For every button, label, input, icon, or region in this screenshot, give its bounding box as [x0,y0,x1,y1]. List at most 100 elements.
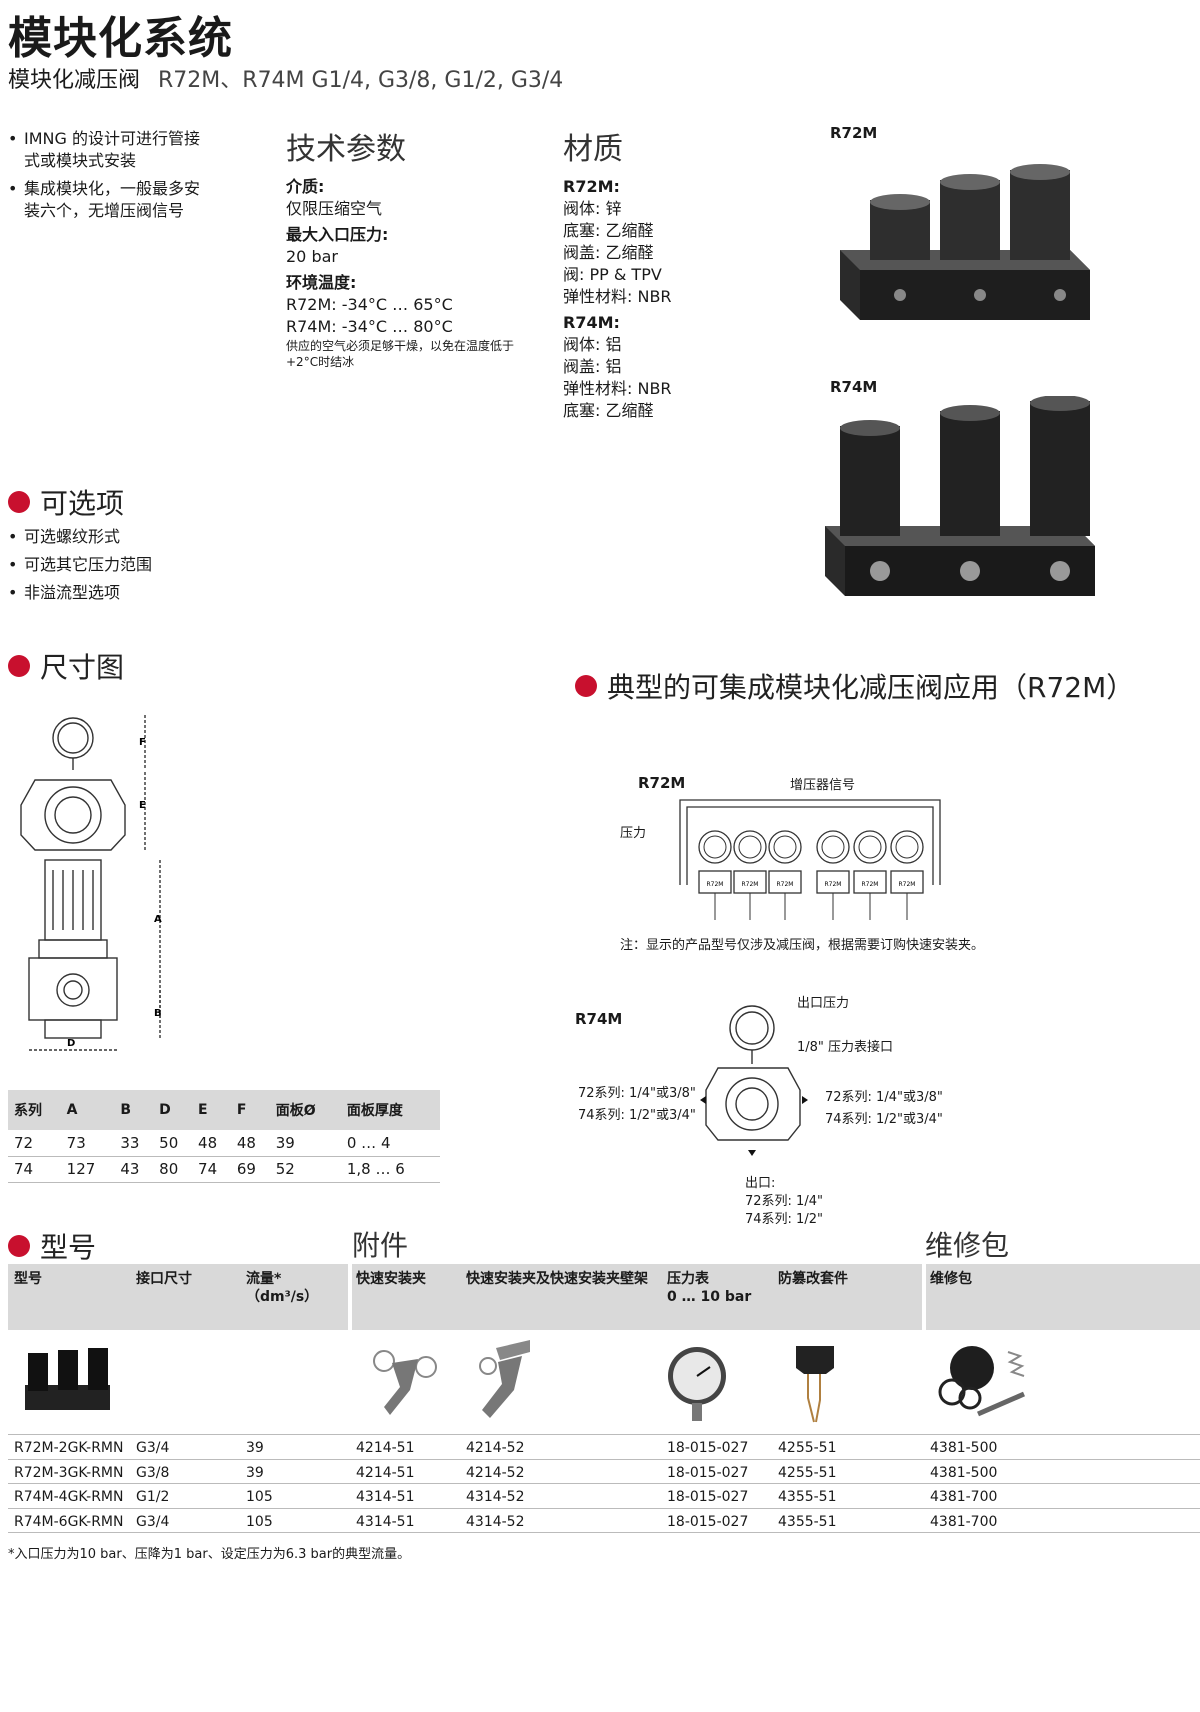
gauge-tag: R72M [862,881,879,888]
gauge-tag: R72M [825,881,842,888]
r72-body [840,164,1090,320]
quick-clip-icon [373,1350,437,1415]
application-heading: 典型的可集成模块化减压阀应用（R72M） [575,666,1134,706]
gauge-face [773,835,797,859]
material-r72-label: R72M: [563,177,620,196]
table-cell: 4381-500 [930,1440,998,1456]
table-cell: 4214-51 [356,1440,415,1456]
gauge-tag: R72M [777,881,794,888]
table-cell: 4355-51 [778,1513,837,1530]
gauge-tag: R72M [742,881,759,888]
options-heading-text: 可选项 [40,487,125,520]
model-heading: 型号 [8,1226,96,1266]
col-tamper: 防篡改套件 [778,1271,848,1287]
table-row: 72 73 33 50 48 48 39 0 … 4 [8,1130,440,1157]
gauge-tag: R72M [707,881,724,888]
app-r74-label: R74M [575,1010,623,1028]
dim-cell: 33 [114,1130,154,1157]
table-cell: 105 [246,1489,273,1505]
dim-cell: 72 [8,1130,61,1157]
dimensions-heading: 尺寸图 [8,646,124,686]
option-item: 非溢流型选项 [8,582,152,604]
pressure-label: 压力 [620,826,647,841]
material-heading: 材质 [563,132,623,167]
table-cell: 4314-52 [466,1489,525,1505]
table-cell: R74M-4GK-RMN [14,1489,124,1505]
dim-cell: 127 [60,1156,115,1183]
r74-photo-label: R74M [830,378,878,396]
table-row: 74 127 43 80 74 69 52 1,8 … 6 [8,1156,440,1183]
table-cell: 18-015-027 [667,1489,749,1505]
table-cell: 18-015-027 [667,1440,749,1456]
temp-r74: R74M: -34°C … 80°C [286,317,453,336]
dim-col-header: 面板厚度 [340,1090,440,1130]
temp-label: 环境温度: [286,273,357,292]
gauge-port-label: 1/8" 压力表接口 [797,1040,894,1055]
dim-letter-e: E [139,800,146,811]
table-cell: 4355-51 [778,1489,837,1505]
table-cell: 4314-51 [356,1513,415,1530]
col-model: 型号 [14,1271,42,1287]
row-divider [8,1434,1200,1435]
material-item: 底塞: 乙缩醛 [563,401,654,420]
col-kit: 维修包 [930,1271,972,1287]
section-dot-icon [8,1235,30,1257]
outlet-72: 72系列: 1/4" [745,1194,823,1209]
r74-product-image [825,396,1095,596]
medium-label: 介质: [286,177,325,196]
dimension-table: 系列 A B D E F 面板Ø 面板厚度 72 73 33 50 48 48 … [8,1090,440,1183]
section-dot-icon [8,655,30,677]
dim-col-header: E [192,1090,231,1130]
medium-value: 仅限压缩空气 [286,199,383,218]
table-cell: 4214-51 [356,1464,415,1481]
tech-heading: 技术参数 [286,132,406,167]
dim-letter-b: B [154,1008,162,1019]
table-cell: R72M-2GK-RMN [14,1440,124,1456]
table-cell: G1/2 [136,1489,170,1505]
table-cell: 4214-52 [466,1464,525,1481]
dim-col-header: 面板Ø [269,1090,341,1130]
col-gauge-range: 0 … 10 bar [667,1289,752,1305]
dim-cell: 50 [153,1130,193,1157]
dim-cell: 0 … 4 [340,1130,440,1157]
dim-cell: 73 [60,1130,115,1157]
material-item: 底塞: 乙缩醛 [563,221,654,240]
row-divider [8,1507,1200,1509]
table-cell: G3/4 [136,1513,170,1530]
material-item: 阀: PP & TPV [563,265,662,284]
material-block: 材质 R72M: 阀体: 锌 底塞: 乙缩醛 阀盖: 乙缩醛 阀: PP & T… [563,124,783,422]
option-item: 可选螺纹形式 [8,526,152,548]
dim-cell: 69 [230,1156,270,1183]
quick-clip-wall-icon [479,1340,530,1418]
table-cell: 105 [246,1513,273,1530]
dimension-drawing: F E A B D [20,715,162,1051]
dim-letter-d: D [67,1038,75,1049]
temp-r72: R72M: -34°C … 65°C [286,295,453,314]
kit-heading: 维修包 [925,1229,1010,1262]
table-cell: G3/4 [136,1440,170,1456]
options-list: 可选螺纹形式 可选其它压力范围 非溢流型选项 [8,526,152,604]
dim-col-header: B [114,1090,154,1130]
table-cell: 4314-52 [466,1513,525,1530]
model-heading-text: 型号 [40,1231,97,1264]
col-port: 接口尺寸 [136,1271,192,1287]
tamper-kit-icon [796,1346,834,1423]
material-item: 阀体: 铝 [563,335,622,354]
col-gauge: 压力表 [667,1271,709,1287]
pressure-gauge-icon [668,1347,726,1421]
material-item: 弹性材料: NBR [563,287,672,306]
dim-cell: 74 [192,1156,231,1183]
max-pressure-label: 最大入口压力: [286,225,389,244]
col-flow-unit: （dm³/s） [246,1289,319,1305]
r72-photo-label: R72M [830,124,878,142]
table-cell: 4381-700 [930,1489,998,1505]
table-cell: 4255-51 [778,1440,837,1456]
right-port-72: 72系列: 1/4"或3/8" [825,1090,943,1105]
dim-cell: 1,8 … 6 [340,1156,440,1183]
gauge-face [821,835,845,859]
material-item: 阀体: 锌 [563,199,622,218]
temp-note: 供应的空气必须足够干燥，以免在温度低于+2°C时结冰 [286,339,515,369]
dim-cell: 48 [192,1130,231,1157]
material-item: 弹性材料: NBR [563,379,672,398]
material-item: 阀盖: 乙缩醛 [563,243,654,262]
